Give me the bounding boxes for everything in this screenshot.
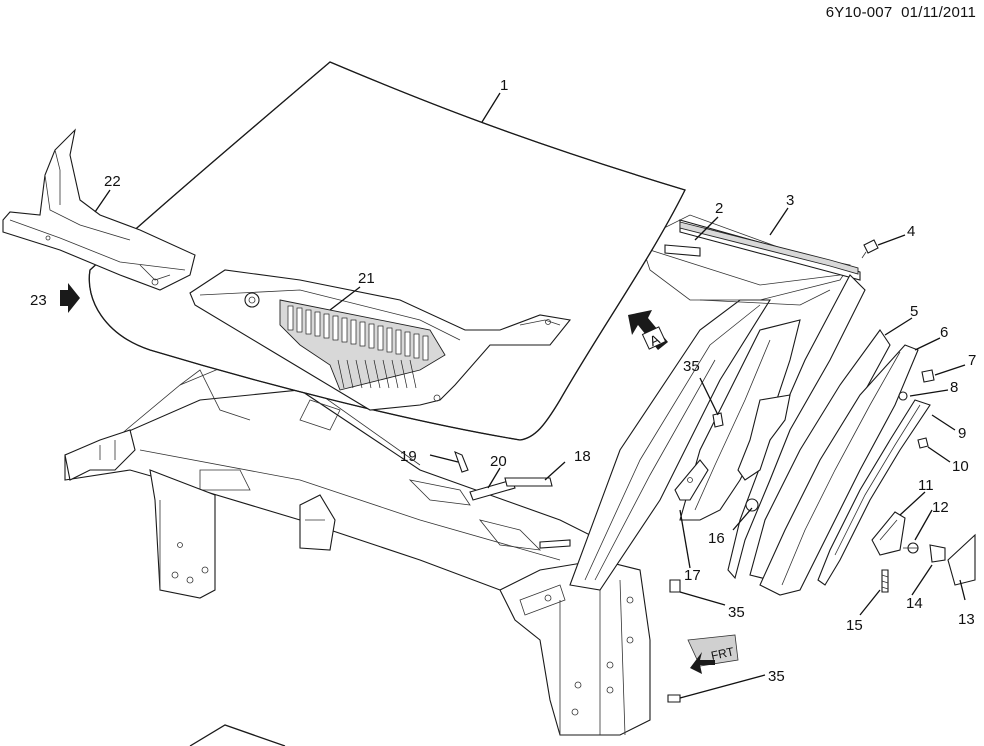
pad-20 xyxy=(469,479,516,501)
grille-slot xyxy=(382,359,390,389)
grille-slat xyxy=(314,311,321,337)
grille-slat xyxy=(413,333,420,359)
part-2-pad xyxy=(664,244,701,257)
callout-1: 1 xyxy=(500,77,508,94)
callout-21: 21 xyxy=(358,270,375,287)
arrow-23 xyxy=(60,283,80,313)
pad-18-placed xyxy=(539,539,571,549)
grille-slot xyxy=(355,359,363,389)
grille-slat xyxy=(332,315,339,341)
roof-parts xyxy=(664,221,859,275)
grille-slat xyxy=(350,319,357,345)
leader-lines xyxy=(94,92,966,699)
callout-35-lower: 35 xyxy=(768,668,785,685)
view-a-marker: A xyxy=(628,310,668,350)
grille-slot xyxy=(400,359,408,389)
grille-slat xyxy=(341,317,348,343)
grille-slat xyxy=(323,313,330,339)
cowl-structure xyxy=(64,359,651,736)
part-3-strip xyxy=(679,221,859,275)
fasteners xyxy=(454,239,976,703)
cover-13 xyxy=(947,533,976,586)
bracket-11 xyxy=(871,511,906,556)
callout-13: 13 xyxy=(958,611,975,628)
callout-11: 11 xyxy=(918,477,934,494)
callout-20: 20 xyxy=(490,453,507,470)
grille-slat xyxy=(368,323,375,349)
grille-slot xyxy=(409,359,417,389)
pad-35-upper xyxy=(712,412,724,428)
callout-7: 7 xyxy=(968,352,976,369)
grille-slot xyxy=(391,359,399,389)
front-marker: FRT xyxy=(687,634,739,674)
lower-panel-corner xyxy=(189,724,286,746)
grille-slot xyxy=(373,359,381,389)
left-cowl-panel xyxy=(2,128,196,291)
callout-10: 10 xyxy=(952,458,969,475)
callout-9: 9 xyxy=(958,425,966,442)
callout-35-middle: 35 xyxy=(728,604,745,621)
callout-17: 17 xyxy=(684,567,701,584)
fastener-8 xyxy=(898,391,908,401)
callout-8: 8 xyxy=(950,379,958,396)
callout-14: 14 xyxy=(906,595,923,612)
callout-5: 5 xyxy=(910,303,918,320)
front-label: FRT xyxy=(710,644,736,663)
callout-19: 19 xyxy=(400,448,417,465)
clip-14 xyxy=(929,544,946,563)
grille-slat xyxy=(395,329,402,355)
pad-18 xyxy=(504,477,553,487)
grille-slats xyxy=(287,305,429,389)
callout-6: 6 xyxy=(940,324,948,341)
callout-numbers: 1 2 3 4 5 6 7 8 9 10 11 12 13 14 15 16 1… xyxy=(30,77,976,685)
diagram-date: 01/11/2011 xyxy=(901,4,976,21)
fastener-10 xyxy=(917,437,929,449)
fastener-7 xyxy=(921,369,935,383)
grille-slot xyxy=(346,359,354,389)
part-9-molding xyxy=(817,399,931,586)
pad-35-lower xyxy=(667,694,681,703)
hinge-assembly xyxy=(674,319,801,521)
pillar-moldings xyxy=(727,274,931,596)
fastener-4 xyxy=(863,239,879,254)
callout-12: 12 xyxy=(932,499,949,516)
diagram-header: 6Y10-007 01/11/2011 xyxy=(826,4,976,21)
grille-slat xyxy=(305,309,312,335)
callout-4: 4 xyxy=(907,223,915,240)
callout-18: 18 xyxy=(574,448,591,465)
diagram-code: 6Y10-007 xyxy=(825,4,893,21)
callout-35-upper: 35 xyxy=(683,358,700,375)
grille-slat xyxy=(377,325,384,351)
pad-35-mid xyxy=(669,579,681,593)
cowl-vent-grille xyxy=(189,269,572,411)
callout-23: 23 xyxy=(30,292,47,309)
grille-slat xyxy=(404,331,411,357)
grille-slat xyxy=(422,335,429,361)
clip-19 xyxy=(454,451,469,473)
grille-slat xyxy=(386,327,393,353)
callout-3: 3 xyxy=(786,192,794,209)
grille-slat xyxy=(359,321,366,347)
callout-22: 22 xyxy=(104,173,121,190)
grille-slat xyxy=(296,307,303,333)
callout-2: 2 xyxy=(715,200,723,217)
callout-15: 15 xyxy=(846,617,863,634)
callout-16: 16 xyxy=(708,530,725,547)
grille-slat xyxy=(287,305,294,331)
grille-slot xyxy=(364,359,372,389)
grille-slot xyxy=(337,359,345,389)
